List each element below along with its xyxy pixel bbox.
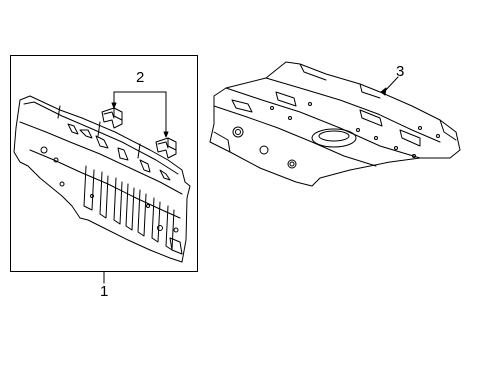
callout-1-label: 1	[100, 283, 109, 300]
rear-panel-assembly-icon	[13, 95, 191, 263]
rear-floor-pan-icon	[209, 61, 461, 187]
callout-3-label: 3	[396, 63, 405, 80]
callout-2-leaders	[111, 91, 169, 138]
callout-2-label: 2	[136, 69, 145, 86]
part-1-frame	[10, 55, 198, 272]
mounting-brackets-icon	[101, 107, 177, 159]
